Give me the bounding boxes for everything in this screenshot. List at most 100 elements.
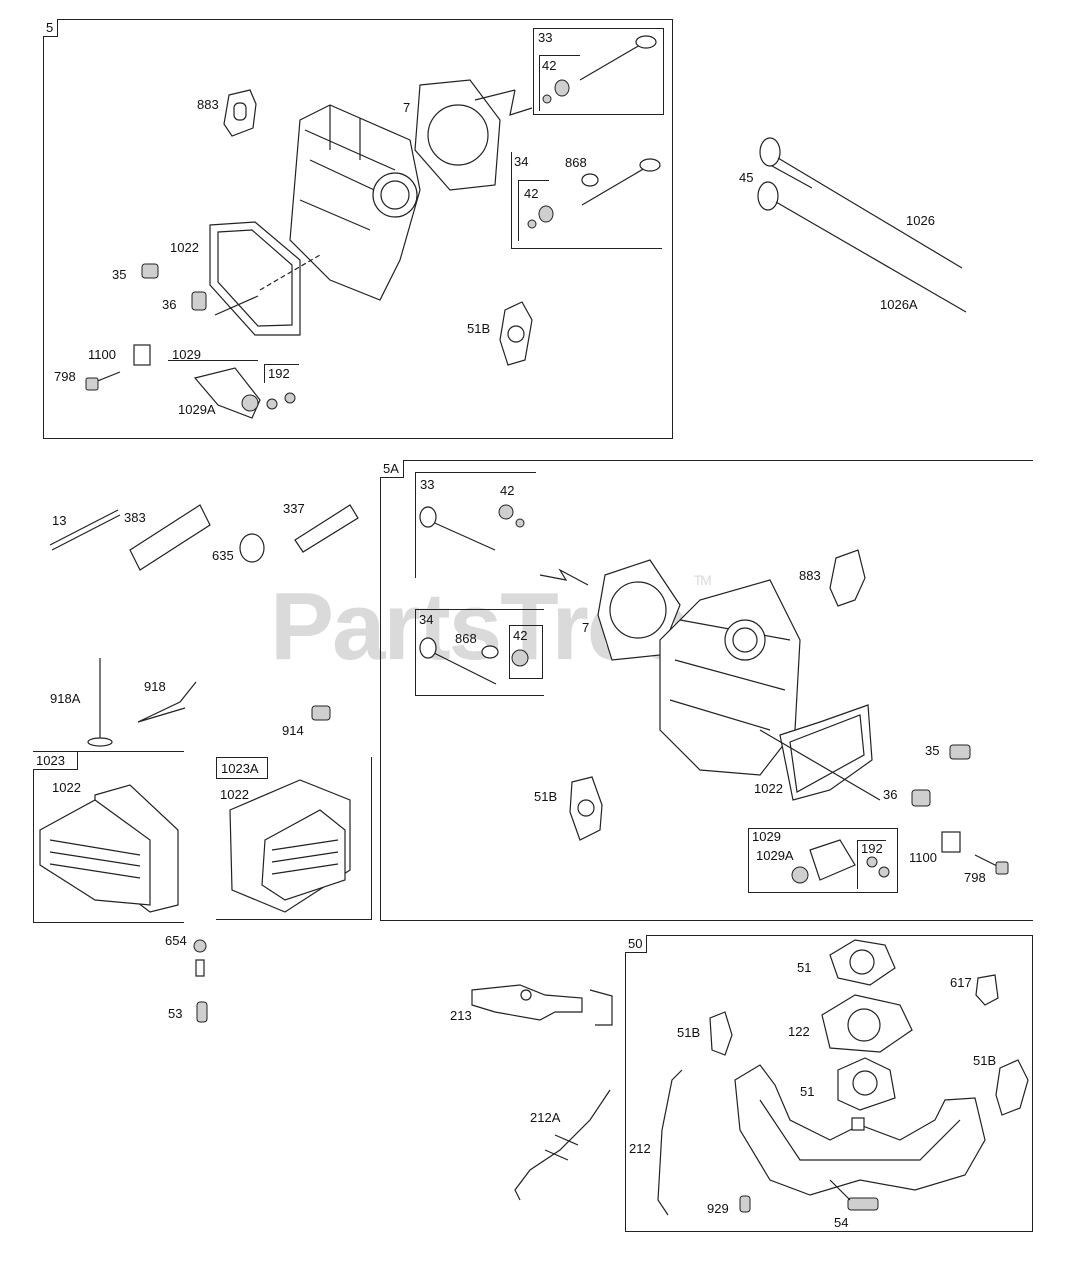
callout-45: 45 [739,170,754,185]
wire-212a [514,1089,611,1201]
callout-42: 42 [524,186,539,201]
callout-51b: 51B [534,789,558,804]
callout-929: 929 [707,1201,729,1216]
panel-50-tag: 50 [625,935,648,953]
watermark-tm: TM [693,572,712,588]
callout-34: 34 [514,154,529,169]
callout-1022: 1022 [170,240,199,255]
callout-798: 798 [54,369,76,384]
gasket-51b-right [995,1059,1029,1116]
callout-1029: 1029 [752,829,781,844]
cover-1023a-tagbox [216,757,268,779]
callout-51b: 51B [973,1053,997,1068]
callout-36: 36 [162,297,177,312]
coil-383 [129,504,211,571]
panel-5a-drawing [419,504,1009,884]
gasket-122 [821,994,913,1053]
stud-53 [196,1001,208,1023]
screw-914 [311,705,331,721]
callout-1029: 1029 [172,347,201,362]
callout-35: 35 [112,267,127,282]
spark-plug-337 [294,504,359,553]
panel-5a-subbox-192 [857,840,886,889]
callout-1029a: 1029A [756,848,794,863]
valve-33 [579,44,641,81]
callout-33: 33 [420,477,435,492]
gasket-51-mid [837,1057,896,1111]
callout-918: 918 [144,679,166,694]
callout-35: 35 [925,743,940,758]
callout-337: 337 [283,501,305,516]
callout-868: 868 [455,631,477,646]
panel-5a-subbox-34 [415,609,544,696]
cover-1023-frame [33,751,184,923]
callout-42: 42 [500,483,515,498]
callout-51: 51 [797,960,812,975]
rocker-1029a-5a [809,839,856,881]
callout-654: 654 [165,933,187,948]
callout-192: 192 [861,841,883,856]
nut-929 [739,1195,751,1213]
callout-33: 33 [538,30,553,45]
bolt-54 [847,1197,879,1211]
bracket-213-drawing [471,984,683,1216]
callout-212a: 212A [530,1110,561,1125]
panel-5a-frame [380,460,1033,921]
valve-34 [581,167,646,206]
cover-1023-drawing [39,784,179,913]
callout-798: 798 [964,870,986,885]
callout-617: 617 [950,975,972,990]
callout-7: 7 [582,620,590,635]
callout-54: 54 [834,1215,849,1230]
callout-868: 868 [565,155,587,170]
callout-1026a: 1026A [880,297,918,312]
callout-51: 51 [800,1084,815,1099]
callout-1100: 1100 [88,347,116,362]
callout-34: 34 [419,612,434,627]
panel-5-frame [43,19,673,439]
panel-50-frame [625,935,1033,1232]
callout-914: 914 [282,723,304,738]
callout-42: 42 [542,58,557,73]
gasket-883-5a [829,549,866,607]
callout-212: 212 [629,1141,651,1156]
panel-5-subbox-192 [264,364,299,383]
panel-5-drawing [85,35,661,419]
pushrods-drawing [757,137,967,313]
callout-1022: 1022 [52,780,81,795]
callout-1029a: 1029A [178,402,216,417]
panel-5-subbox-34 [511,152,662,249]
panel-5a-subbox-33 [415,472,536,578]
panel-5-subbox-42b [518,180,549,241]
callout-918a: 918A [50,691,81,706]
gasket-51b-left [709,1011,733,1056]
gasket-51b-5a [569,776,603,841]
gasket-51b [499,301,533,366]
cover-1023a-tag: 1023A [221,761,259,776]
panel-5-subbox-42 [539,55,580,111]
gasket-51-top [829,939,896,986]
cover-1023-tag: 1023 [33,752,78,770]
callout-51b: 51B [677,1025,701,1040]
panel-5-tag: 5 [43,19,59,37]
panel-5a-subbox-1029 [748,828,898,893]
valve-cover-gasket-5a [779,704,873,801]
clip-1100-5a [941,831,961,853]
panel-5a-tag: 5A [380,460,404,478]
panel-5a-subbox-42 [509,625,543,679]
callout-883: 883 [197,97,219,112]
cylinder-head-5 [289,104,421,301]
callout-383: 383 [124,510,146,525]
callout-13: 13 [52,513,67,528]
panel-5-subbox-1029 [168,360,258,369]
panel-5-subbox-33 [533,28,664,115]
bolt-798 [85,377,99,391]
callout-51b: 51B [467,321,491,336]
gasket-617 [975,974,999,1006]
grommet-36 [191,291,207,311]
head-gasket-7 [414,79,501,191]
callout-192: 192 [268,366,290,381]
wire-212 [657,1069,683,1216]
